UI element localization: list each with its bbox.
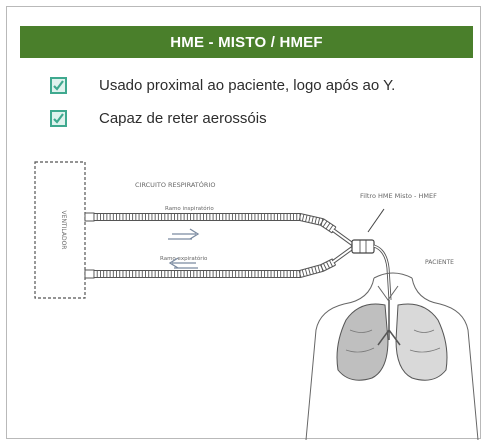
lung-detail bbox=[345, 329, 441, 353]
expiratory-flow-arrow bbox=[168, 257, 198, 269]
expiratory-label: Ramo expiratório bbox=[160, 255, 208, 262]
ventilator-box bbox=[34, 161, 86, 299]
hmef-filter bbox=[351, 239, 375, 254]
ventilator-label: VENTILADOR bbox=[60, 211, 67, 250]
bullet-item: Capaz de reter aerossóis bbox=[50, 110, 267, 127]
left-lung bbox=[336, 303, 389, 381]
bullet-text: Usado proximal ao paciente, logo após ao… bbox=[99, 77, 396, 94]
patient-label: PACIENTE bbox=[425, 259, 454, 266]
inspiratory-hose bbox=[93, 213, 337, 234]
slide-title: HME - MISTO / HMEF bbox=[170, 33, 323, 51]
inspiratory-label: Ramo inspiratório bbox=[165, 205, 214, 212]
filter-label: Filtro HME Misto - HMEF bbox=[360, 192, 437, 200]
right-lung bbox=[395, 303, 448, 381]
filter-pointer-line bbox=[367, 208, 385, 233]
bullet-item: Usado proximal ao paciente, logo após ao… bbox=[50, 77, 395, 94]
inspiratory-flow-arrow bbox=[168, 228, 200, 240]
trachea-bronchi bbox=[377, 300, 401, 346]
checkbox-checked-icon bbox=[50, 110, 67, 127]
checkbox-checked-icon bbox=[50, 77, 67, 94]
circuit-label: CIRCUITO RESPIRATÓRIO bbox=[135, 180, 215, 189]
expiratory-hose bbox=[93, 258, 336, 278]
bullet-text: Capaz de reter aerossóis bbox=[99, 110, 267, 127]
slide-title-bar: HME - MISTO / HMEF bbox=[20, 26, 473, 58]
patient-torso-illustration bbox=[305, 272, 479, 441]
